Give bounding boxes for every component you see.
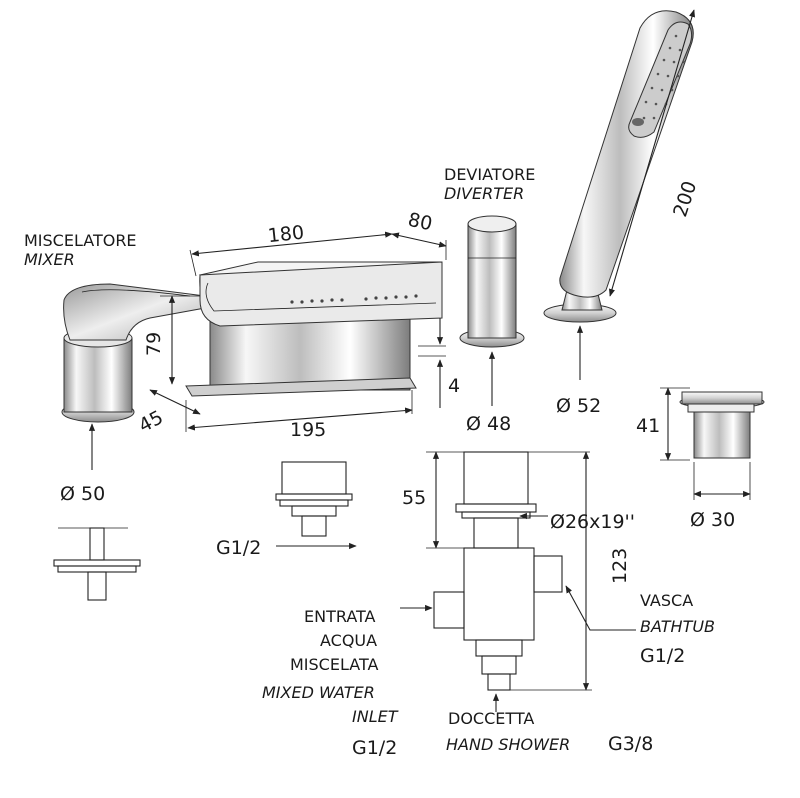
dimension-lines bbox=[88, 9, 751, 712]
diverter-section bbox=[433, 451, 563, 691]
mixer-product bbox=[61, 283, 210, 423]
text-labels: MISCELATORE MIXER DEVIATORE DIVERTER 180… bbox=[24, 165, 735, 759]
inlet-label-it-1: ENTRATA bbox=[304, 607, 376, 626]
inlet-label-en-2: INLET bbox=[352, 707, 399, 726]
hand-shower-product bbox=[543, 10, 694, 323]
dim-shower-base-diameter: Ø 52 bbox=[556, 395, 601, 417]
dim-spout-length: 180 bbox=[267, 222, 305, 248]
spout-product bbox=[185, 261, 443, 397]
dim-spout-thread: G1/2 bbox=[216, 537, 261, 559]
dim-diverter-diameter: Ø 48 bbox=[466, 413, 511, 435]
dim-body-thread: Ø26x19'' bbox=[550, 511, 635, 533]
inlet-label-en-1: MIXED WATER bbox=[262, 683, 375, 702]
mixer-label-it: MISCELATORE bbox=[24, 231, 137, 250]
dim-gap: 4 bbox=[448, 375, 460, 397]
dim-mixer-offset: 45 bbox=[135, 406, 167, 437]
spout-nozzles bbox=[290, 294, 418, 304]
shower-thread: G3/8 bbox=[608, 733, 653, 755]
diverter-label-en: DIVERTER bbox=[444, 184, 524, 203]
dim-drain-height: 41 bbox=[636, 415, 660, 437]
diverter-label-it: DEVIATORE bbox=[444, 165, 535, 184]
dim-spout-base: 195 bbox=[290, 419, 326, 441]
inlet-thread: G1/2 bbox=[352, 737, 397, 759]
bathtub-label-en: BATHTUB bbox=[640, 617, 715, 636]
bathtub-thread: G1/2 bbox=[640, 645, 685, 667]
mixer-section bbox=[53, 527, 141, 601]
dim-mixer-diameter: Ø 50 bbox=[60, 483, 105, 505]
spout-section bbox=[275, 461, 353, 537]
drain-product bbox=[679, 391, 765, 459]
bathtub-label-it: VASCA bbox=[640, 591, 693, 610]
diverter-product bbox=[459, 215, 525, 348]
dim-body-height: 55 bbox=[402, 487, 426, 509]
shower-label-it: DOCCETTA bbox=[448, 709, 534, 728]
mixer-label-en: MIXER bbox=[24, 250, 75, 269]
dim-diverter-body-height: 123 bbox=[609, 548, 631, 584]
inlet-label-it-3: MISCELATA bbox=[290, 655, 378, 674]
dim-hand-shower-length: 200 bbox=[669, 178, 701, 219]
dim-mixer-height: 79 bbox=[143, 332, 165, 356]
dim-spout-depth: 80 bbox=[406, 209, 434, 236]
dim-drain-diameter: Ø 30 bbox=[690, 509, 735, 531]
inlet-label-it-2: ACQUA bbox=[320, 631, 377, 650]
shower-label-en: HAND SHOWER bbox=[446, 735, 570, 754]
